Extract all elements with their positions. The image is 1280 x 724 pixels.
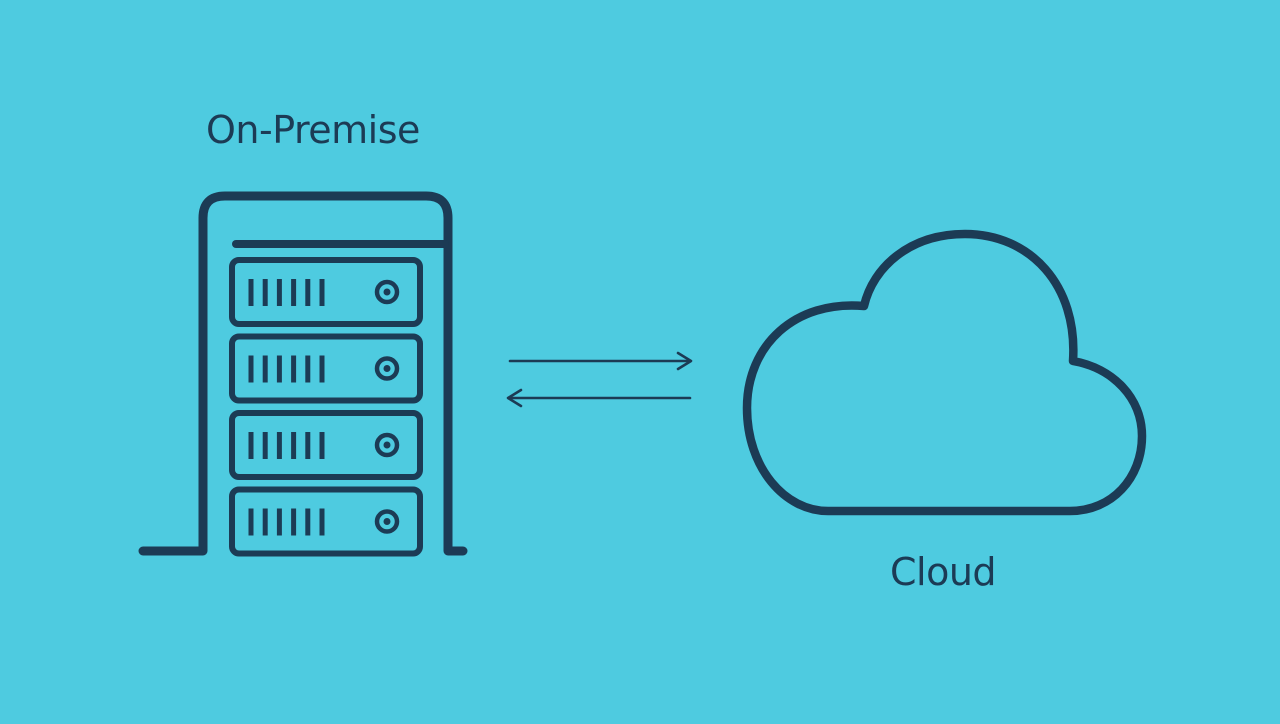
server-unit	[229, 410, 423, 480]
server-unit-body	[229, 257, 423, 327]
server-units	[229, 257, 423, 557]
cloud-icon	[742, 229, 1147, 516]
server-unit-body	[229, 410, 423, 480]
server-unit-body	[229, 486, 423, 557]
power-led	[383, 518, 391, 525]
arrow-right-icon	[508, 351, 693, 371]
server-unit	[229, 486, 423, 557]
cloud-label: Cloud	[890, 550, 997, 594]
power-led	[383, 441, 391, 449]
power-button-icon	[374, 356, 400, 381]
server-unit	[229, 257, 423, 327]
arrow-left-icon	[506, 388, 692, 408]
power-button-icon	[374, 509, 400, 534]
server-unit-body	[229, 333, 423, 404]
on-premise-label: On-Premise	[206, 108, 420, 152]
server-rack-icon	[138, 191, 468, 557]
server-unit	[229, 333, 423, 404]
rack-frame	[138, 191, 468, 556]
power-button-icon	[374, 432, 400, 458]
power-led	[383, 288, 391, 296]
power-button-icon	[374, 279, 400, 305]
power-led	[383, 365, 391, 372]
